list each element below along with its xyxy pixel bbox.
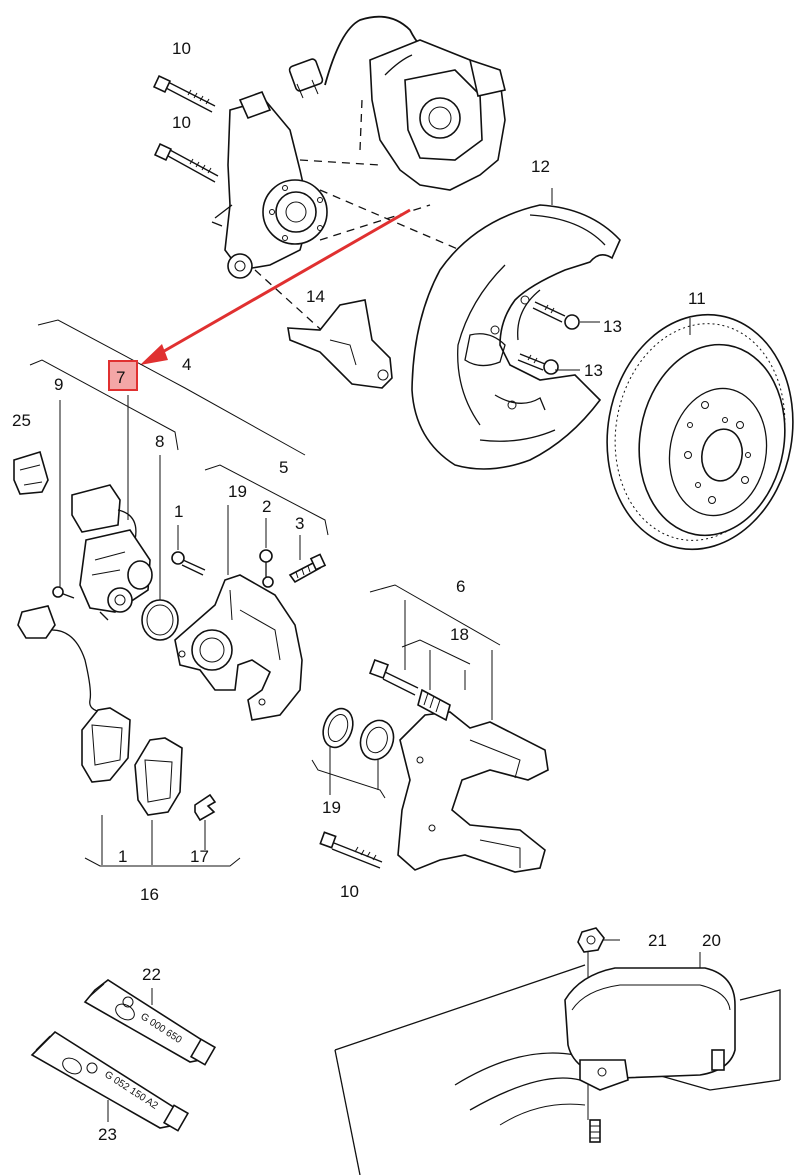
callout-8: 8 [155,432,164,451]
bolt-10-upper [152,74,216,113]
caliper-carrier [397,711,549,873]
bolt-1-upper [171,551,206,576]
callout-1-upper: 1 [174,502,183,521]
stud-bolt [589,1119,601,1143]
seal-19-outer [322,707,354,749]
bolt-10-lower [319,831,383,869]
nut-21 [577,927,605,953]
callout-19-lower: 19 [322,798,341,817]
parking-brake-motor [71,484,153,621]
callout-7: 7 [116,368,125,387]
callout-12: 12 [531,157,550,176]
callout-21: 21 [648,931,667,950]
callout-10-middle: 10 [172,113,191,132]
control-unit-20 [564,967,736,1091]
brake-caliper-top [369,39,506,191]
brake-disc [606,313,794,551]
brake-pad-inner [134,737,183,816]
group-bracket-lines [29,319,501,867]
connector-25 [13,450,49,495]
callout-10-upper: 10 [172,39,191,58]
speed-sensor [17,605,103,713]
screw-9 [52,586,75,599]
grease-tube-22: G 000 650 [83,979,217,1066]
callout-3: 3 [295,514,304,533]
caliper-housing [174,574,303,721]
callout-1-lower: 1 [118,847,127,866]
vehicle-floor [334,964,781,1175]
callout-17: 17 [190,847,209,866]
callout-25: 25 [12,411,31,430]
wheel-speed-sensor-cable [288,15,421,99]
callout-11: 11 [688,289,706,308]
brake-pad-outer [81,707,131,783]
bolt-13-lower [517,353,559,375]
pad-spring-17 [194,793,217,822]
bleed-screw-3 [288,553,327,584]
highlight-arrow [140,208,411,365]
brake-splash-shield [411,204,621,470]
bleed-cap-2 [259,549,274,588]
callout-14: 14 [306,287,325,306]
guide-sleeve-18 [417,688,451,722]
seal-19-inner [359,719,395,761]
steering-knuckle [211,90,328,279]
callout-13-lower: 13 [584,361,603,380]
callout-6: 6 [456,577,465,596]
callout-9: 9 [54,375,63,394]
callout-16: 16 [140,885,159,904]
highlight-box-7 [108,360,138,391]
callout-10-lower: 10 [340,882,359,901]
callout-5: 5 [279,458,288,477]
bracket-14 [287,299,393,389]
callout-2: 2 [262,497,271,516]
callout-13-upper: 13 [603,317,622,336]
callout-22: 22 [142,965,161,984]
callout-19-upper: 19 [228,482,247,501]
bolt-13-upper [532,301,580,330]
guide-bolt-1 [369,659,419,696]
callout-20: 20 [702,931,721,950]
callout-18: 18 [450,625,469,644]
callout-4: 4 [182,355,191,374]
callout-23: 23 [98,1125,117,1144]
bolt-10-middle [153,142,219,183]
o-ring-8 [141,599,179,641]
